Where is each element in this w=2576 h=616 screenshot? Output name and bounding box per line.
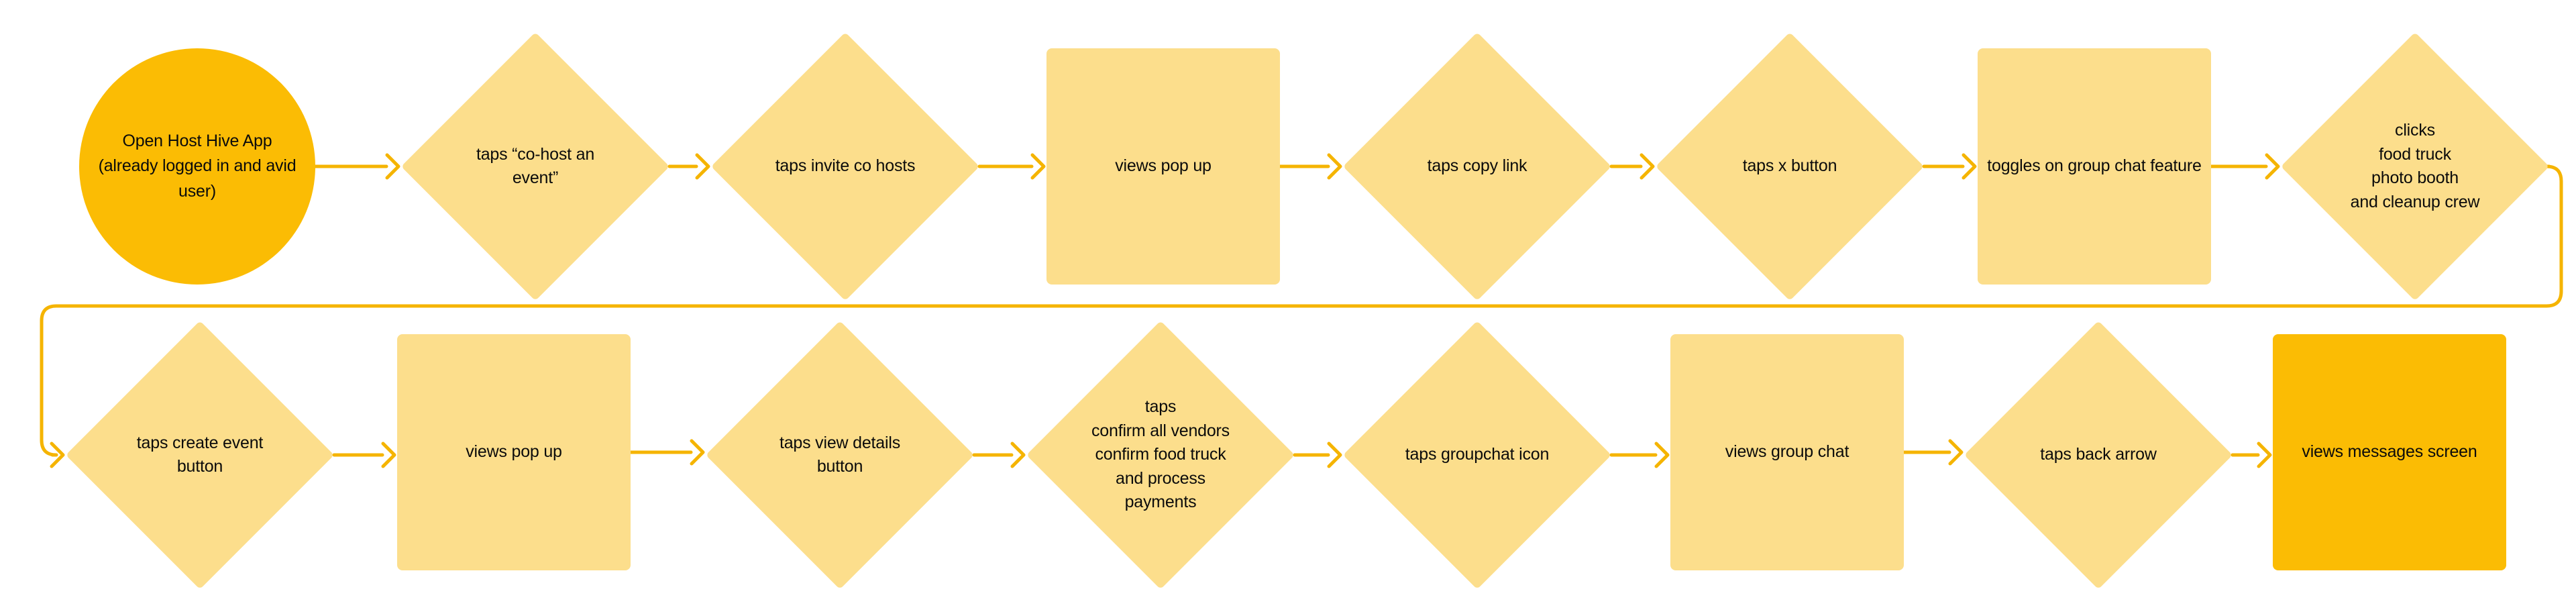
flow-node-label: Open Host Hive App (already logged in an…	[98, 131, 297, 201]
arrowhead-icon	[2265, 153, 2280, 180]
flow-node-n2[interactable]: taps “co-host an event”	[401, 32, 669, 301]
flow-node-label: views pop up	[466, 442, 562, 462]
diamond-shape	[1026, 321, 1295, 589]
arrowhead-icon	[1962, 153, 1977, 180]
flow-node-n10[interactable]: views pop up	[397, 334, 631, 570]
diamond-shape	[706, 321, 974, 589]
diamond-shape	[711, 32, 979, 301]
diamond-shape	[1343, 32, 1611, 301]
flow-node-n3[interactable]: taps invite co hosts	[711, 32, 979, 301]
flow-node-n14[interactable]: views group chat	[1670, 334, 1904, 570]
arrowhead-icon	[1327, 442, 1342, 468]
flow-node-n9[interactable]: taps create event button	[66, 321, 334, 589]
flow-node-n12[interactable]: taps confirm all vendors confirm food tr…	[1026, 321, 1295, 589]
flow-node-n16[interactable]: views messages screen	[2273, 334, 2506, 570]
flow-node-n13[interactable]: taps groupchat icon	[1343, 321, 1611, 589]
flow-node-label: views group chat	[1725, 442, 1849, 462]
diamond-shape	[1964, 321, 2233, 589]
arrowhead-icon	[1327, 153, 1342, 180]
flow-node-n7[interactable]: toggles on group chat feature	[1978, 48, 2211, 285]
diamond-shape	[2281, 32, 2549, 301]
arrowhead-icon	[690, 439, 705, 466]
flow-node-n8[interactable]: clicks food truck photo booth and cleanu…	[2281, 32, 2549, 301]
arrowhead-icon	[1654, 442, 1670, 468]
arrowhead-icon	[381, 442, 396, 468]
flow-node-n1[interactable]: Open Host Hive App (already logged in an…	[79, 48, 315, 285]
arrowhead-icon	[1030, 153, 1046, 180]
arrowhead-icon	[695, 153, 710, 180]
flow-node-n5[interactable]: taps copy link	[1343, 32, 1611, 301]
diamond-shape	[66, 321, 334, 589]
arrowhead-icon	[1948, 439, 1964, 466]
flow-node-n6[interactable]: taps x button	[1656, 32, 1924, 301]
flow-node-label: toggles on group chat feature	[1987, 156, 2202, 176]
arrowhead-icon	[1010, 442, 1026, 468]
diamond-shape	[1656, 32, 1924, 301]
flow-node-label: views messages screen	[2302, 442, 2477, 462]
flow-node-n15[interactable]: taps back arrow	[1964, 321, 2233, 589]
arrowhead-icon	[2257, 442, 2272, 468]
flow-node-label: views pop up	[1115, 156, 1212, 176]
arrowhead-icon	[50, 442, 65, 468]
flow-node-n4[interactable]: views pop up	[1046, 48, 1280, 285]
flow-node-n11[interactable]: taps view details button	[706, 321, 974, 589]
arrowhead-icon	[385, 153, 400, 180]
diamond-shape	[401, 32, 669, 301]
diamond-shape	[1343, 321, 1611, 589]
arrowhead-icon	[1640, 153, 1655, 180]
